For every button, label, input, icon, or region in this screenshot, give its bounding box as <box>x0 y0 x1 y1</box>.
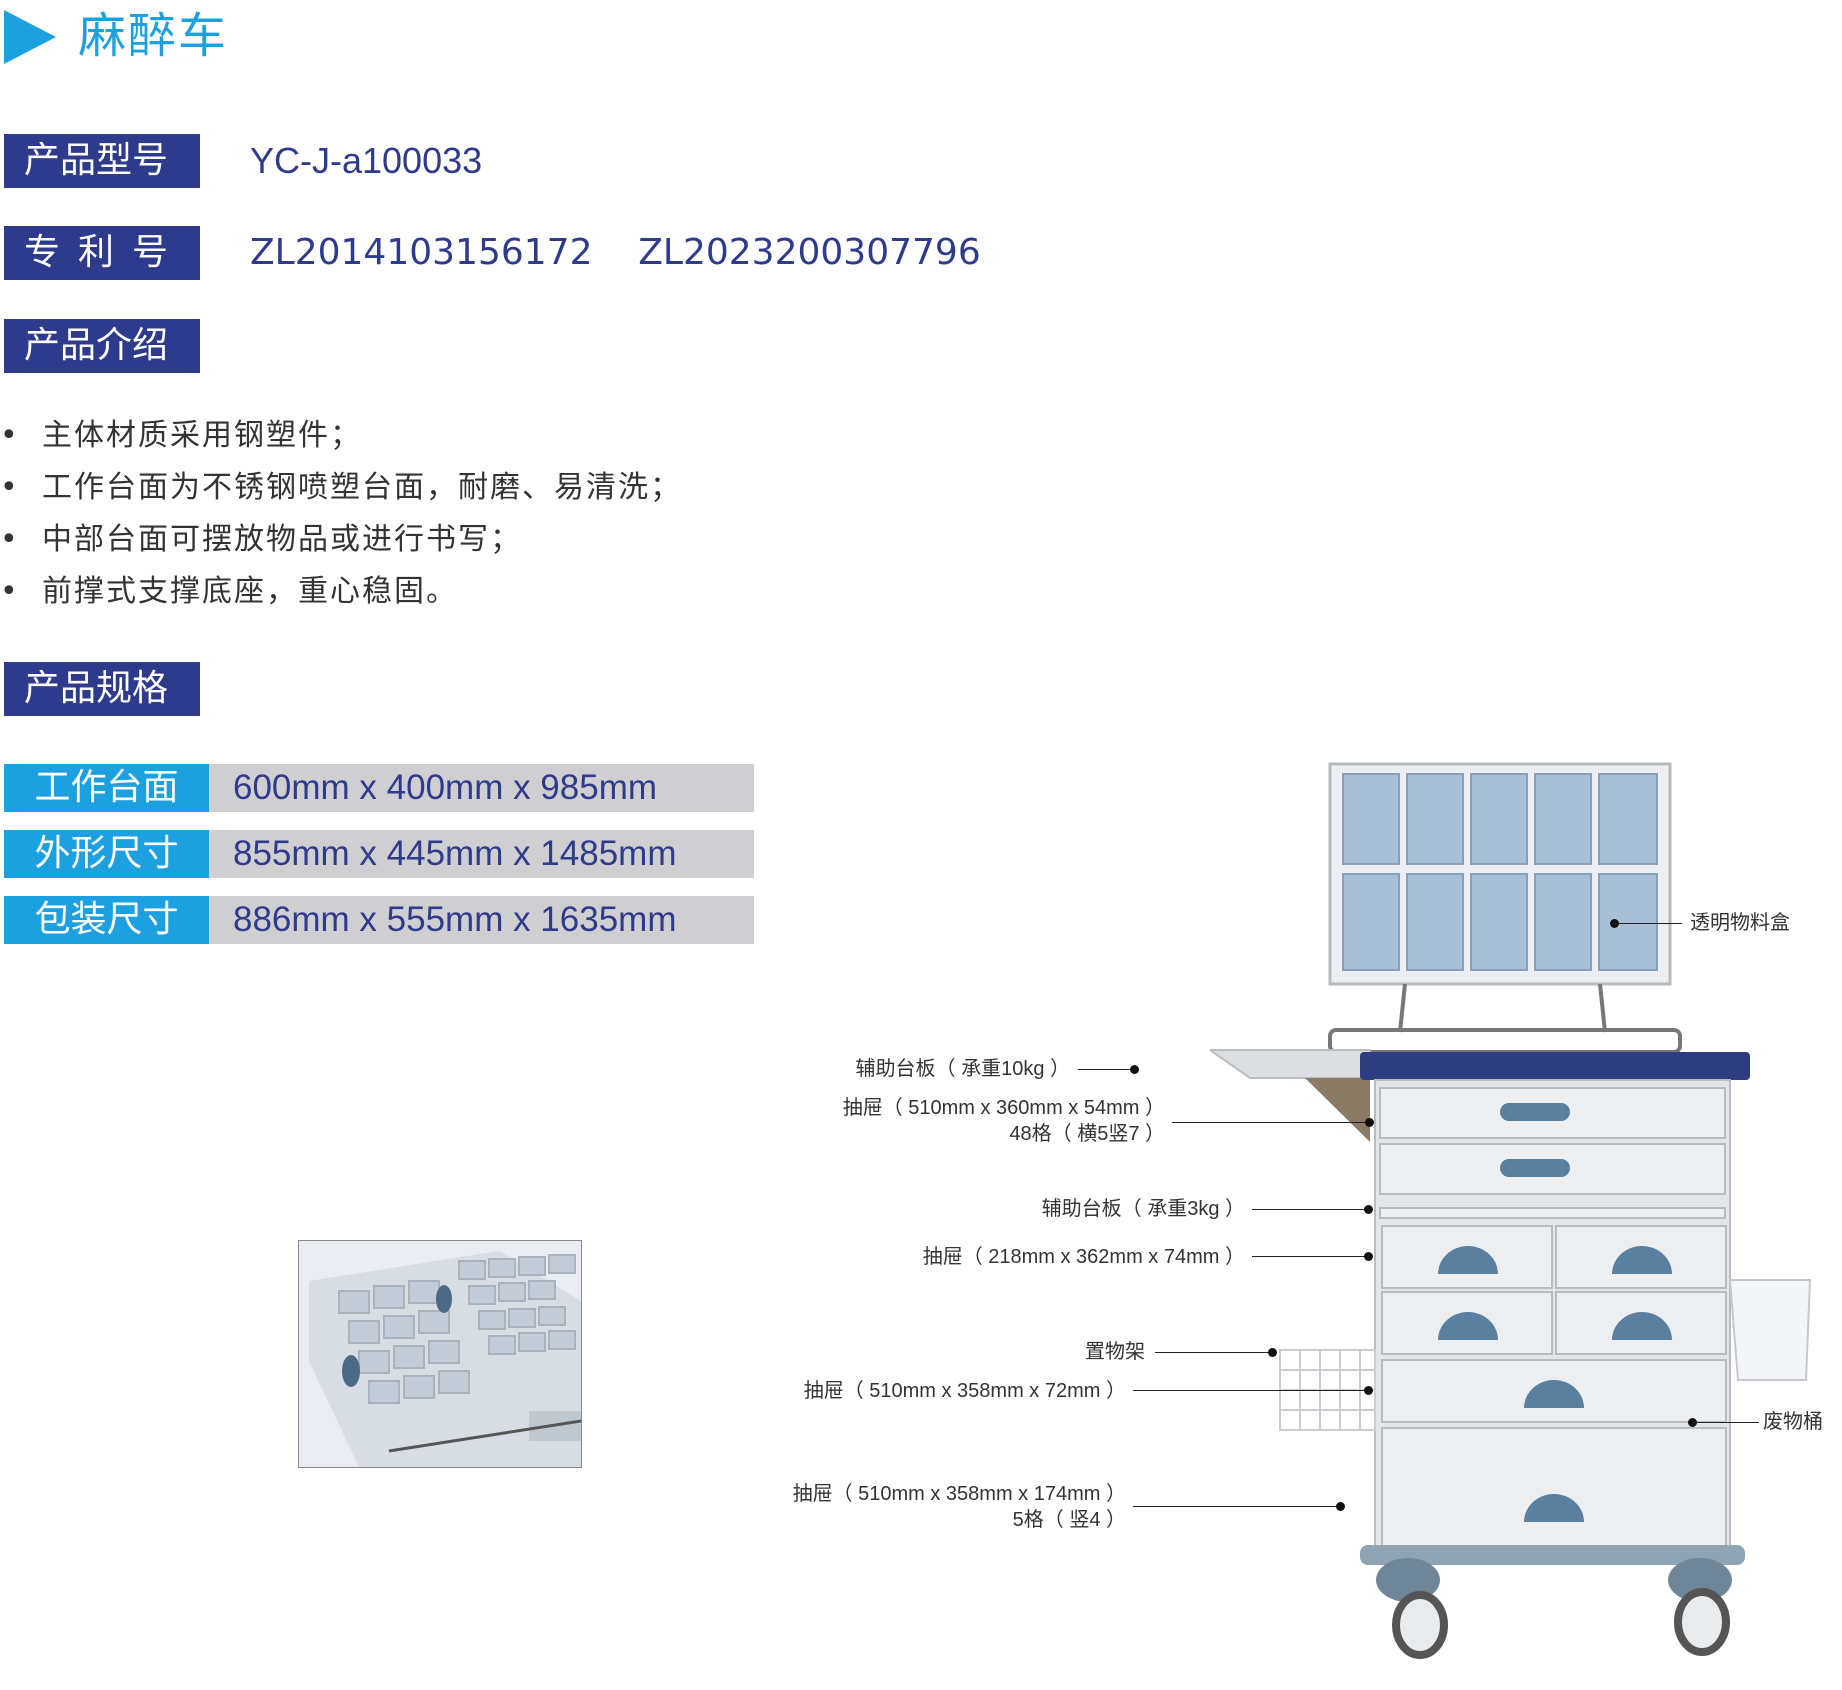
model-value: YC-J-a100033 <box>250 140 483 181</box>
callout-dot <box>1610 919 1619 928</box>
spec-value: 886mm x 555mm x 1635mm <box>233 900 677 939</box>
spec-value: 600mm x 400mm x 985mm <box>233 768 658 807</box>
callout-dot <box>1364 1386 1373 1395</box>
patent-label: 专利号 <box>4 226 200 280</box>
callout-drawer-4-grid: 5格（ 竖4 ） <box>1012 1509 1126 1531</box>
callout-drawer-1: 抽屉（ 510mm x 360mm x 54mm ） <box>842 1097 1165 1119</box>
spec-row-outer: 外形尺寸 855mm x 445mm x 1485mm <box>4 830 754 878</box>
callout-dot <box>1365 1118 1374 1127</box>
callout-side-board-3kg: 辅助台板（ 承重3kg ） <box>1041 1198 1245 1220</box>
list-item: •工作台面为不锈钢喷塑台面，耐磨、易清洗； <box>0 470 682 505</box>
title-arrow-icon <box>4 10 56 64</box>
callout-line <box>1172 1122 1368 1123</box>
anesthesia-cart-illustration <box>1210 762 1812 1659</box>
callout-dot <box>1268 1348 1277 1357</box>
callout-dot <box>1130 1065 1139 1074</box>
callout-line <box>1693 1422 1759 1423</box>
spec-row-package: 包装尺寸 886mm x 555mm x 1635mm <box>4 896 754 944</box>
callout-dot <box>1364 1205 1373 1214</box>
model-label: 产品型号 <box>4 134 200 188</box>
spec-key: 包装尺寸 <box>4 896 209 944</box>
callout-dot <box>1364 1252 1373 1261</box>
list-item: •前撑式支撑底座，重心稳固。 <box>0 574 458 609</box>
callout-line <box>1155 1352 1271 1353</box>
callout-line <box>1252 1209 1366 1210</box>
callout-drawer-2: 抽屉（ 218mm x 362mm x 74mm ） <box>922 1246 1245 1268</box>
spec-row-worktop: 工作台面 600mm x 400mm x 985mm <box>4 764 754 812</box>
intro-label: 产品介绍 <box>4 319 200 373</box>
callout-drawer-3: 抽屉（ 510mm x 358mm x 72mm ） <box>803 1380 1126 1402</box>
callout-rack: 置物架 <box>1085 1341 1145 1363</box>
callout-line <box>1252 1256 1366 1257</box>
list-item: •主体材质采用钢塑件； <box>0 418 362 453</box>
spec-key: 工作台面 <box>4 764 209 812</box>
callout-line <box>1133 1506 1339 1507</box>
page-title: 麻醉车 <box>78 8 229 64</box>
drawer-grid-photo <box>298 1240 582 1468</box>
callout-dot <box>1336 1502 1345 1511</box>
callout-drawer-1-grid: 48格（ 横5竖7 ） <box>1009 1123 1165 1145</box>
callout-bins: 透明物料盒 <box>1690 912 1790 934</box>
callout-dot <box>1688 1418 1697 1427</box>
callout-line <box>1615 923 1682 924</box>
list-item: •中部台面可摆放物品或进行书写； <box>0 522 522 557</box>
patent-value: ZL2014103156172 ZL2023200307796 <box>250 232 981 273</box>
callout-drawer-4: 抽屉（ 510mm x 358mm x 174mm ） <box>792 1483 1126 1505</box>
intro-list: •主体材质采用钢塑件； •工作台面为不锈钢喷塑台面，耐磨、易清洗； •中部台面可… <box>0 410 682 618</box>
callout-side-board-10kg: 辅助台板（ 承重10kg ） <box>855 1058 1070 1080</box>
spec-key: 外形尺寸 <box>4 830 209 878</box>
callout-line <box>1133 1390 1365 1391</box>
spec-value: 855mm x 445mm x 1485mm <box>233 834 677 873</box>
callout-line <box>1078 1069 1134 1070</box>
spec-label: 产品规格 <box>4 662 200 716</box>
callout-waste-bin: 废物桶 <box>1763 1411 1823 1433</box>
